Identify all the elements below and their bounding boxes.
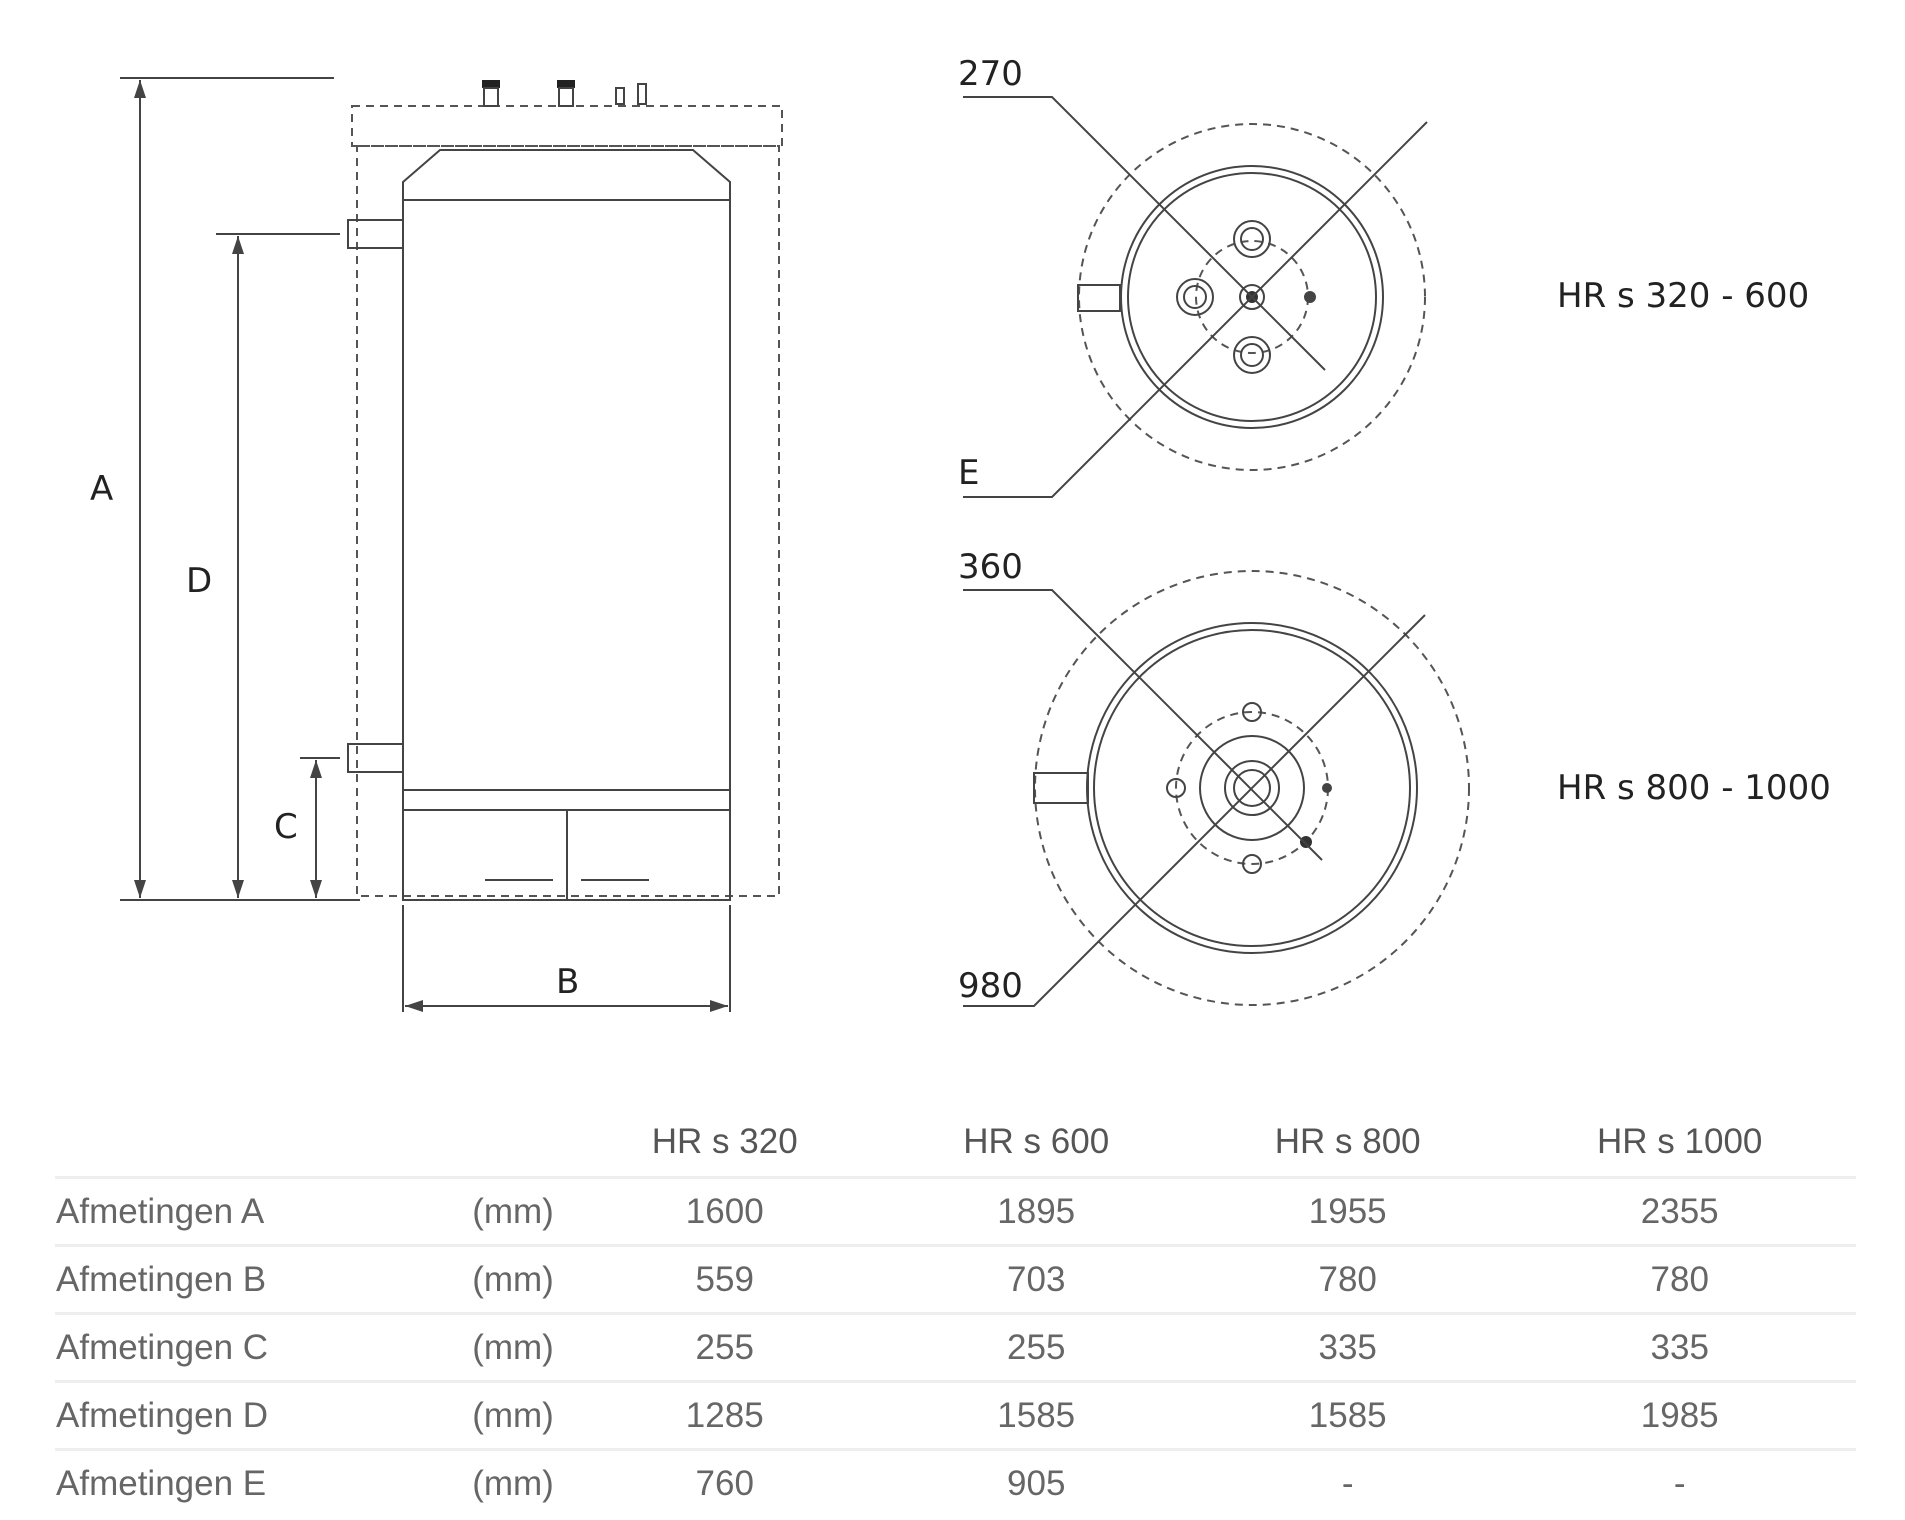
dimension-label-b: B [556,962,579,1002]
column-header: HR s 320 [651,1122,798,1161]
row-name: Afmetingen A [55,1176,457,1246]
table-cell: 780 [1191,1244,1504,1314]
table-cell: 1285 [569,1380,881,1450]
dimension-label-a: A [90,469,113,509]
outer-diameter-label-large: 980 [958,966,1023,1006]
row-unit: (mm) [457,1380,569,1450]
outer-diameter-label-small: E [958,453,979,493]
column-header: HR s 800 [1274,1122,1421,1161]
dimension-label-d: D [186,561,212,601]
row-unit: (mm) [457,1244,569,1314]
table-cell: - [1503,1448,1856,1516]
model-range-label-small: HR s 320 - 600 [1557,276,1809,316]
table-cell: - [1191,1448,1504,1516]
table-cell: 703 [880,1244,1192,1314]
table-header-row: HR s 320 HR s 600 HR s 800 HR s 1000 [55,1108,1856,1178]
table-cell: 559 [569,1244,881,1314]
row-name: Afmetingen E [55,1448,457,1516]
table-cell: 1585 [1191,1380,1504,1450]
table-cell: 760 [569,1448,881,1516]
inner-diameter-label-small: 270 [958,54,1023,94]
technical-drawing: A D C B 270 E HR s 320 - 600 [90,54,1831,1012]
model-range-label-large: HR s 800 - 1000 [1557,768,1831,808]
row-name: Afmetingen B [55,1244,457,1314]
row-unit: (mm) [457,1448,569,1516]
table-cell: 1955 [1191,1176,1504,1246]
table-cell: 905 [880,1448,1192,1516]
dimension-label-c: C [274,807,298,847]
table-cell: 255 [569,1312,881,1382]
column-header: HR s 1000 [1597,1122,1763,1161]
table-cell: 1985 [1503,1380,1856,1450]
table-cell: 335 [1191,1312,1504,1382]
row-name: Afmetingen D [55,1380,457,1450]
table-cell: 255 [880,1312,1192,1382]
table-cell: 1600 [569,1176,881,1246]
top-view-large: 360 980 HR s 800 - 1000 [958,547,1831,1007]
table-cell: 780 [1503,1244,1856,1314]
column-header: HR s 600 [963,1122,1110,1161]
row-name: Afmetingen C [55,1312,457,1382]
side-view: A D C B [90,77,783,1012]
row-unit: (mm) [457,1312,569,1382]
table-cell: 2355 [1503,1176,1856,1246]
table-cell: 1585 [880,1380,1192,1450]
row-unit: (mm) [457,1176,569,1246]
inner-diameter-label-large: 360 [958,547,1023,587]
dimensions-table: HR s 320 HR s 600 HR s 800 HR s 1000 Afm… [55,1108,1856,1516]
table-cell: 1895 [880,1176,1192,1246]
top-view-small: 270 E HR s 320 - 600 [958,54,1809,498]
table-cell: 335 [1503,1312,1856,1382]
